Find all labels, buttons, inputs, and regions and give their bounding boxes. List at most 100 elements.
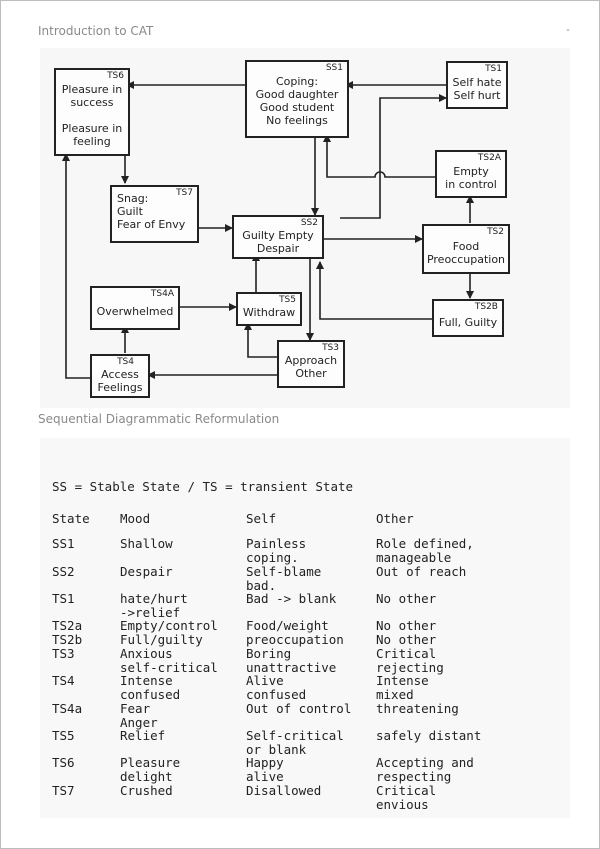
table-cell-state: TS6 [52, 755, 75, 770]
table-cell-self: Alive confused [246, 673, 307, 702]
state-line: Empty [453, 165, 489, 178]
state-line: Good daughter [255, 88, 339, 101]
table-cell-other: Accepting and respecting [376, 755, 474, 784]
arrow-ts2b-to-ss2 [316, 261, 432, 320]
state-line: Good student [259, 101, 335, 114]
figure-caption: Sequential Diagrammatic Reformulation [38, 412, 280, 426]
state-line: Feelings [97, 381, 143, 394]
table-cell-mood: Empty/control [120, 618, 218, 633]
state-line: in control [445, 178, 497, 191]
table-cell-state: TS4 [52, 673, 75, 688]
table-cell-self: Food/weight [246, 618, 329, 633]
table-cell-state: TS3 [52, 646, 75, 661]
state-diagram: TS6 Pleasure in success Pleasure in feel… [40, 48, 570, 408]
table-cell-other: safely distant [376, 728, 482, 743]
table-cell-other: No other [376, 618, 437, 633]
state-id: TS3 [322, 343, 339, 353]
state-line: success [70, 96, 114, 109]
table-cell-mood: Shallow [120, 536, 173, 551]
table-cell-self: Disallowed [246, 783, 322, 798]
table-cell-mood: Relief [120, 728, 166, 743]
table-cell-mood: Despair [120, 564, 173, 579]
arrow-ss2-to-ts1 [340, 94, 447, 219]
column-header-self: Self [246, 511, 277, 526]
table-cell-other: Role defined, manageable [376, 536, 474, 565]
state-id: TS6 [107, 71, 124, 81]
state-line: Guilt [117, 205, 143, 218]
state-line: No feelings [266, 114, 328, 127]
state-line: Self hate [452, 76, 502, 89]
state-id: TS4A [150, 289, 174, 299]
table-cell-mood: Crushed [120, 783, 173, 798]
arrow-ts2a-to-ss1 [323, 134, 435, 178]
state-id: TS1 [485, 64, 502, 74]
table-cell-other: Critical rejecting [376, 646, 444, 675]
state-box-ts7: TS7 Snag: Guilt Fear of Envy [110, 185, 199, 243]
state-box-ts1: TS1 Self hate Self hurt [446, 61, 508, 109]
table-cell-other: No other [376, 632, 437, 647]
state-line: feeling [73, 135, 111, 148]
state-line: Snag: [117, 192, 149, 205]
table-cell-state: TS5 [52, 728, 75, 743]
table-cell-state: TS2b [52, 632, 83, 647]
state-box-ss2: SS2 Guilty Empty Despair [232, 215, 324, 259]
table-cell-other: Out of reach [376, 564, 467, 579]
table-cell-other: Critical envious [376, 783, 437, 812]
table-cell-self: Painless coping. [246, 536, 307, 565]
state-line: Preoccupation [426, 253, 506, 266]
table-cell-mood: Full/guilty [120, 632, 203, 647]
table-cell-self: Boring unattractive [246, 646, 337, 675]
state-box-ts2a: TS2A Empty in control [435, 150, 507, 198]
state-line: Pleasure in [61, 122, 123, 135]
table-cell-state: SS2 [52, 564, 75, 579]
state-line: Guilty Empty [242, 229, 314, 242]
state-line: Other [295, 367, 327, 380]
state-line: Full, Guilty [438, 316, 498, 329]
column-header-state: State [52, 511, 90, 526]
table-cell-mood: Intense confused [120, 673, 181, 702]
state-id: TS5 [279, 295, 296, 305]
state-id: TS2A [477, 153, 501, 163]
table-cell-state: TS4a [52, 701, 83, 716]
table-cell-mood: Pleasure delight [120, 755, 181, 784]
state-id: TS2 [487, 227, 504, 237]
state-id: TS4 [117, 357, 134, 367]
running-head: Introduction to CAT [38, 24, 154, 38]
table-cell-state: TS1 [52, 591, 75, 606]
state-id: TS7 [176, 188, 193, 198]
table-cell-self: Bad -> blank [246, 591, 337, 606]
table-legend: SS = Stable State / TS = transient State [52, 479, 354, 494]
state-table: SS = Stable State / TS = transient State… [40, 438, 570, 818]
table-cell-other: Intense mixed [376, 673, 429, 702]
column-header-other: Other [376, 511, 414, 526]
state-id: TS2B [474, 302, 498, 312]
column-header-mood: Mood [120, 511, 151, 526]
table-cell-self: preoccupation [246, 632, 344, 647]
diagram-arrows [62, 81, 474, 379]
table-cell-other: No other [376, 591, 437, 606]
table-cell-mood: Fear Anger [120, 701, 158, 730]
table-cell-other: threatening [376, 701, 459, 716]
state-line: Withdraw [242, 306, 296, 319]
state-line: Fear of Envy [117, 218, 186, 231]
table-cell-self: Out of control [246, 701, 352, 716]
table-cell-mood: Anxious self-critical [120, 646, 218, 675]
state-box-ts5: TS5 Withdraw [236, 292, 302, 326]
table-cell-state: SS1 [52, 536, 75, 551]
table-cell-self: Self-blame bad. [246, 564, 322, 593]
state-box-ts4: TS4 Access Feelings [90, 354, 150, 398]
table-cell-self: Happy alive [246, 755, 284, 784]
table-cell-state: TS7 [52, 783, 75, 798]
table-cell-mood: hate/hurt ->relief [120, 591, 188, 620]
state-box-ts2b: TS2B Full, Guilty [432, 299, 504, 337]
state-line: Overwhelmed [96, 305, 174, 318]
state-box-ts6: TS6 Pleasure in success Pleasure in feel… [54, 68, 130, 156]
corner-dash: - [566, 22, 570, 36]
state-line: Approach [284, 354, 338, 367]
arrow-ts4-to-ts6 [62, 153, 90, 379]
state-line: Access [101, 368, 139, 381]
state-id: SS2 [300, 218, 318, 228]
state-box-ss1: SS1 Coping: Good daughter Good student N… [245, 60, 349, 138]
arrow-ts3-to-ts5 [244, 322, 277, 358]
table-cell-state: TS2a [52, 618, 83, 633]
